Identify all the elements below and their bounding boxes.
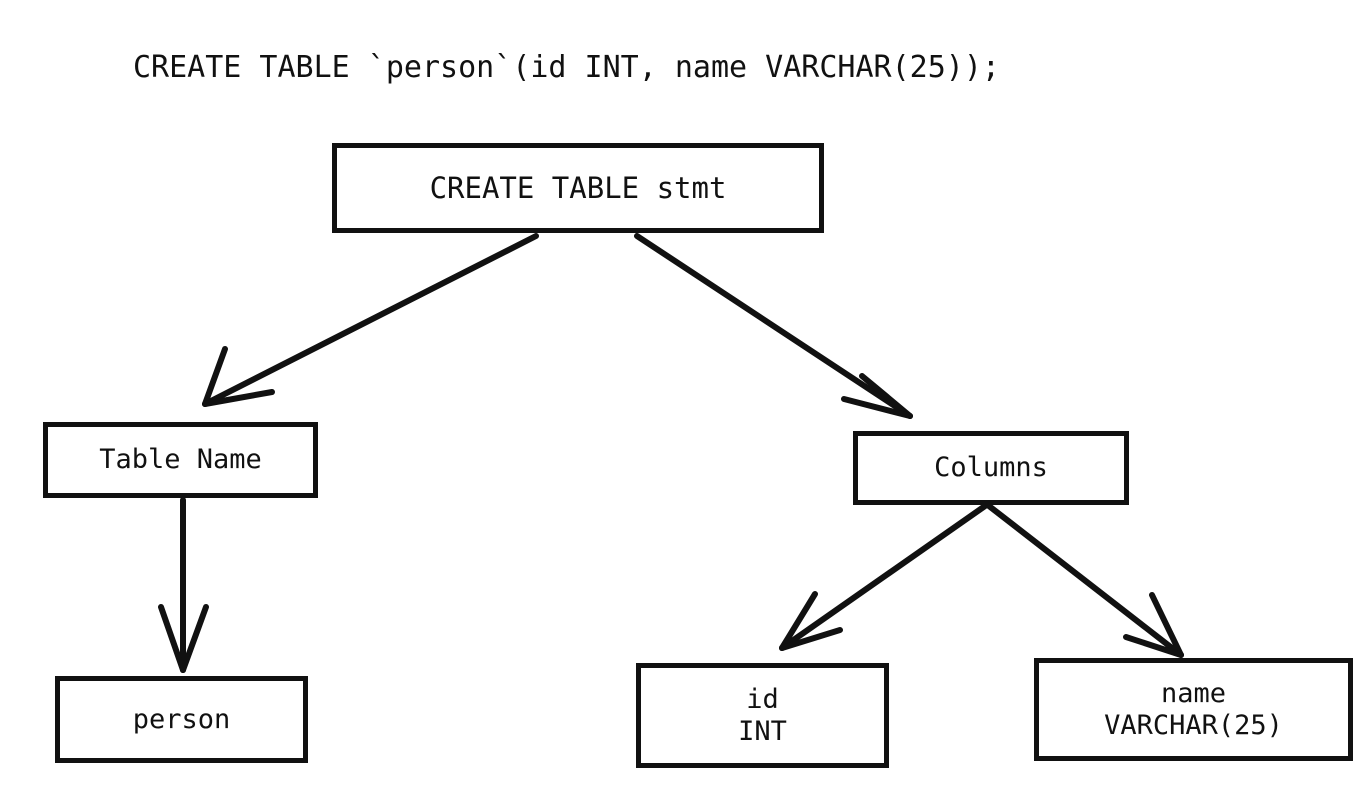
node-person[interactable]: person [55, 676, 308, 763]
node-column-name-name: name [1160, 677, 1227, 709]
node-person-label: person [132, 703, 231, 735]
edge-columns-to-col-name [986, 503, 1184, 658]
edge-root-to-columns [634, 233, 913, 419]
node-root-label: CREATE TABLE stmt [429, 170, 727, 205]
node-column-name[interactable]: name VARCHAR(25) [1034, 658, 1353, 761]
node-columns-label: Columns [934, 452, 1048, 484]
node-columns[interactable]: Columns [853, 431, 1129, 505]
node-column-id-type: INT [738, 715, 787, 747]
node-column-id[interactable]: id INT [636, 663, 889, 768]
node-table-name[interactable]: Table Name [43, 422, 318, 498]
node-column-name-type: VARCHAR(25) [1104, 709, 1283, 741]
node-table-name-label: Table Name [99, 444, 262, 476]
node-column-id-name: id [746, 683, 779, 715]
edge-columns-to-col-id [779, 503, 988, 651]
edge-root-to-table-name [202, 233, 539, 407]
sql-statement-caption: CREATE TABLE `person`(id INT, name VARCH… [133, 50, 1000, 85]
node-create-table-stmt[interactable]: CREATE TABLE stmt [332, 143, 824, 233]
edge-table-name-to-person [158, 497, 209, 673]
